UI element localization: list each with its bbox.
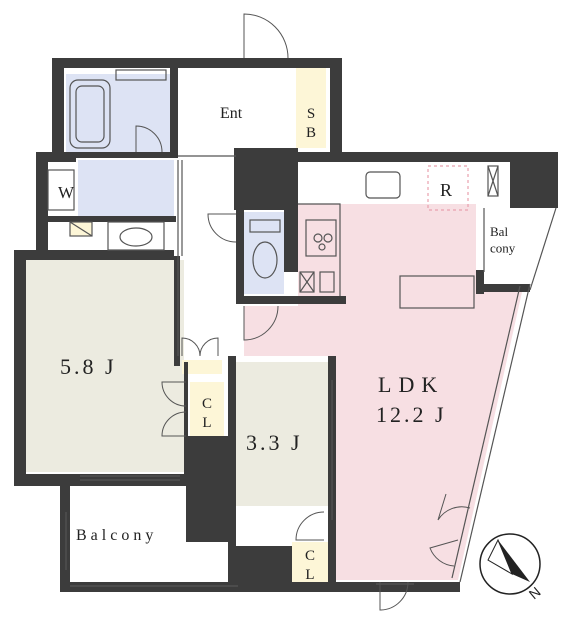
thin-lines (47, 69, 557, 587)
label-refrigerator: R (440, 180, 452, 200)
label-bedroom-3-3: 3.3 J (246, 430, 303, 455)
compass (479, 533, 541, 595)
walls (14, 58, 558, 592)
door-swings (135, 13, 471, 611)
closet-hall (182, 360, 222, 374)
shoe-box (296, 68, 326, 148)
bedroom-5-8-floor (24, 260, 184, 472)
label-ldk-size: 12.2 J (376, 402, 447, 427)
bathroom-floor (66, 74, 172, 152)
closet-2 (292, 542, 328, 584)
label-bedroom-5-8: 5.8 J (60, 354, 117, 379)
label-ldk-name: LDK (378, 372, 444, 397)
bedroom-3-3-floor (230, 362, 328, 506)
washroom-floor (78, 160, 174, 216)
toilet-floor (244, 212, 284, 294)
label-washroom: W (58, 183, 75, 202)
closet-1 (190, 382, 224, 438)
label-entrance: Ent (220, 105, 243, 122)
label-balcony: Balcony (76, 527, 157, 544)
